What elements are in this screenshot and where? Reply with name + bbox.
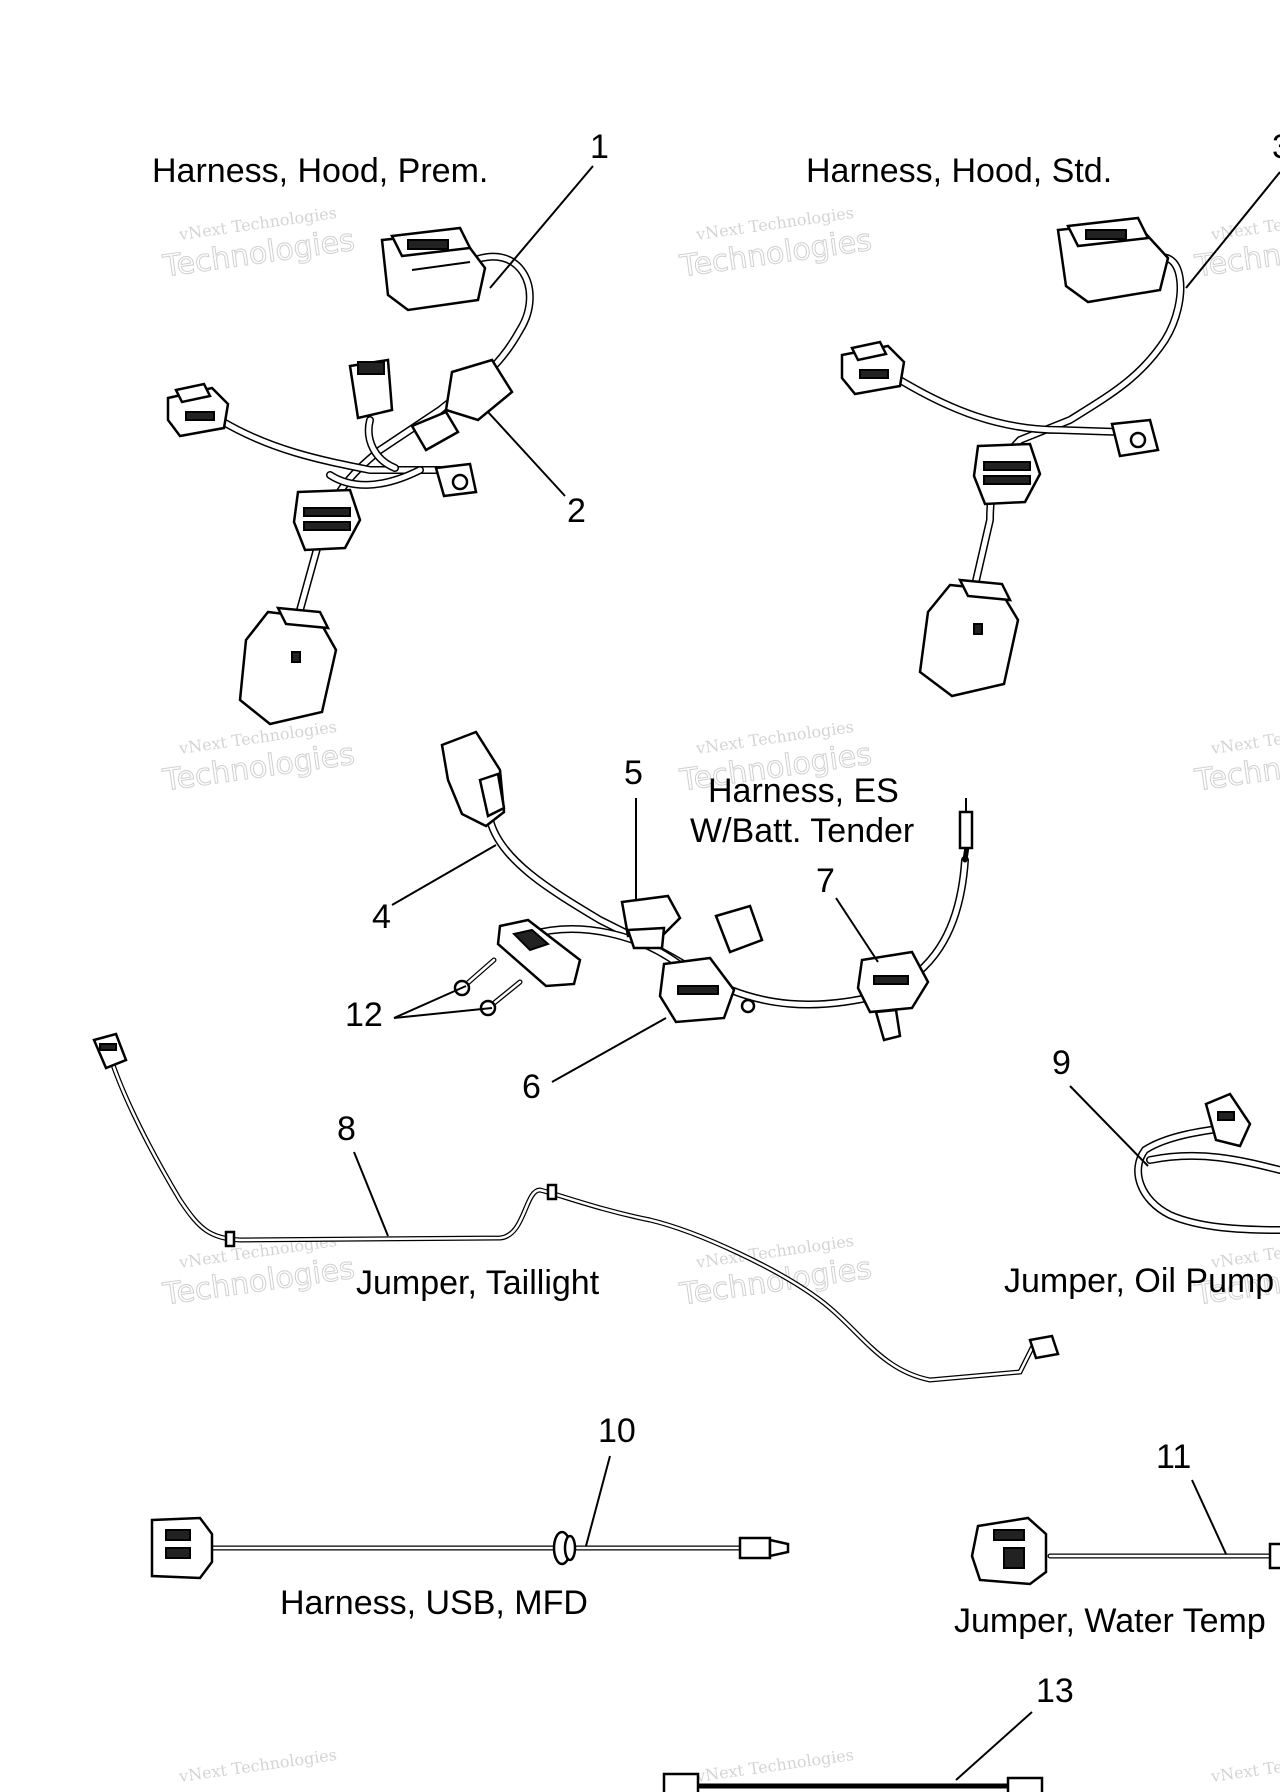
watermark: vNext Technologies Technologies — [1192, 203, 1280, 285]
watermark: vNext Technologies — [177, 1745, 338, 1786]
callout-6: 6 — [522, 1068, 541, 1106]
callout-3: 3 — [1272, 128, 1280, 166]
harness-item-13: 13 — [662, 1672, 1074, 1792]
callout-4: 4 — [372, 898, 391, 936]
connector-large — [1056, 216, 1170, 304]
label-jumper-oil-pump: Jumper, Oil Pump — [1004, 1262, 1274, 1300]
harness-es-batt-tender: Harness, ES W/Batt. Tender 4 5 6 7 12 — [345, 730, 974, 1106]
label-jumper-taillight: Jumper, Taillight — [356, 1264, 600, 1302]
water-temp-end — [1268, 1542, 1280, 1570]
connector-bottom — [918, 578, 1020, 698]
connector-round — [972, 442, 1042, 506]
watermark: vNext Technologies Technologies — [1192, 717, 1280, 799]
taillight-end-connector — [1028, 1334, 1060, 1360]
callout-11: 11 — [1156, 1438, 1191, 1476]
jumper-water-temp: Jumper, Water Temp 11 — [954, 1438, 1280, 1640]
tender-pin — [958, 798, 974, 850]
label-batt-tender: W/Batt. Tender — [690, 812, 914, 850]
harness-hood-std: Harness, Hood, Std. 3 — [806, 128, 1280, 698]
callout-12: 12 — [345, 996, 383, 1034]
watermark: vNext Technologies Technologies — [677, 203, 875, 285]
connector-round — [292, 488, 362, 552]
relay-connector — [348, 358, 394, 420]
fuse-holder — [620, 894, 682, 950]
callout-7: 7 — [816, 862, 835, 900]
connector-bottom — [238, 606, 338, 726]
battery-tender-connector — [856, 950, 930, 1042]
label-jumper-water-temp: Jumper, Water Temp — [954, 1602, 1266, 1640]
label-harness-hood-prem: Harness, Hood, Prem. — [152, 152, 488, 190]
watermark: vNext Technologies — [694, 1745, 855, 1786]
grommet — [552, 1530, 577, 1566]
callout-1: 1 — [590, 128, 609, 166]
jumper-taillight: Jumper, Taillight 8 — [92, 1032, 1060, 1383]
callout-13: 13 — [1036, 1672, 1074, 1710]
taillight-connector — [92, 1032, 128, 1070]
item-13-connector — [662, 1772, 700, 1792]
connector-es-main — [658, 904, 764, 1024]
watermark-text: vNext Technologies — [1209, 203, 1280, 244]
bracket-clip — [496, 918, 582, 988]
connector-es-top — [440, 730, 506, 828]
label-harness-hood-std: Harness, Hood, Std. — [806, 152, 1112, 190]
screw — [453, 957, 497, 997]
jumper-oil-pump: Jumper, Oil Pump 9 — [1004, 1044, 1280, 1300]
callout-9: 9 — [1052, 1044, 1071, 1082]
mfd-connector — [150, 1516, 214, 1580]
ring-terminal — [1110, 418, 1160, 458]
item-13-end — [1006, 1776, 1044, 1792]
label-harness-usb-mfd: Harness, USB, MFD — [280, 1584, 588, 1622]
callout-2: 2 — [567, 492, 586, 530]
harness-usb-mfd: Harness, USB, MFD 10 — [150, 1412, 790, 1622]
label-harness-es: Harness, ES — [708, 772, 899, 810]
callout-10: 10 — [598, 1412, 636, 1450]
watermark: vNext Technologies Technologies — [160, 717, 358, 799]
ring-terminal — [434, 462, 478, 498]
harness-hood-prem: Harness, Hood, Prem. 1 2 — [152, 128, 609, 726]
watermark-text: vNext Technologies — [694, 1745, 855, 1786]
connector-large — [380, 226, 487, 312]
water-temp-connector — [970, 1516, 1048, 1586]
connector-small — [840, 340, 906, 396]
watermark-text: vNext Technologies — [1209, 1745, 1280, 1786]
watermark-text: vNext Technologies — [1209, 717, 1280, 758]
watermark-text: vNext Technologies — [177, 1745, 338, 1786]
wire-sleeve — [546, 1183, 558, 1201]
watermark: vNext Technologies Technologies — [160, 203, 358, 285]
screw — [479, 979, 523, 1017]
callout-8: 8 — [337, 1110, 356, 1148]
usb-plug — [738, 1536, 790, 1560]
oil-pump-connector — [1204, 1092, 1252, 1148]
callout-5: 5 — [624, 754, 643, 792]
inline-connector — [410, 358, 514, 452]
connector-small — [166, 382, 230, 438]
watermark: vNext Technologies — [1209, 1745, 1280, 1786]
wire-sleeve — [224, 1230, 236, 1248]
